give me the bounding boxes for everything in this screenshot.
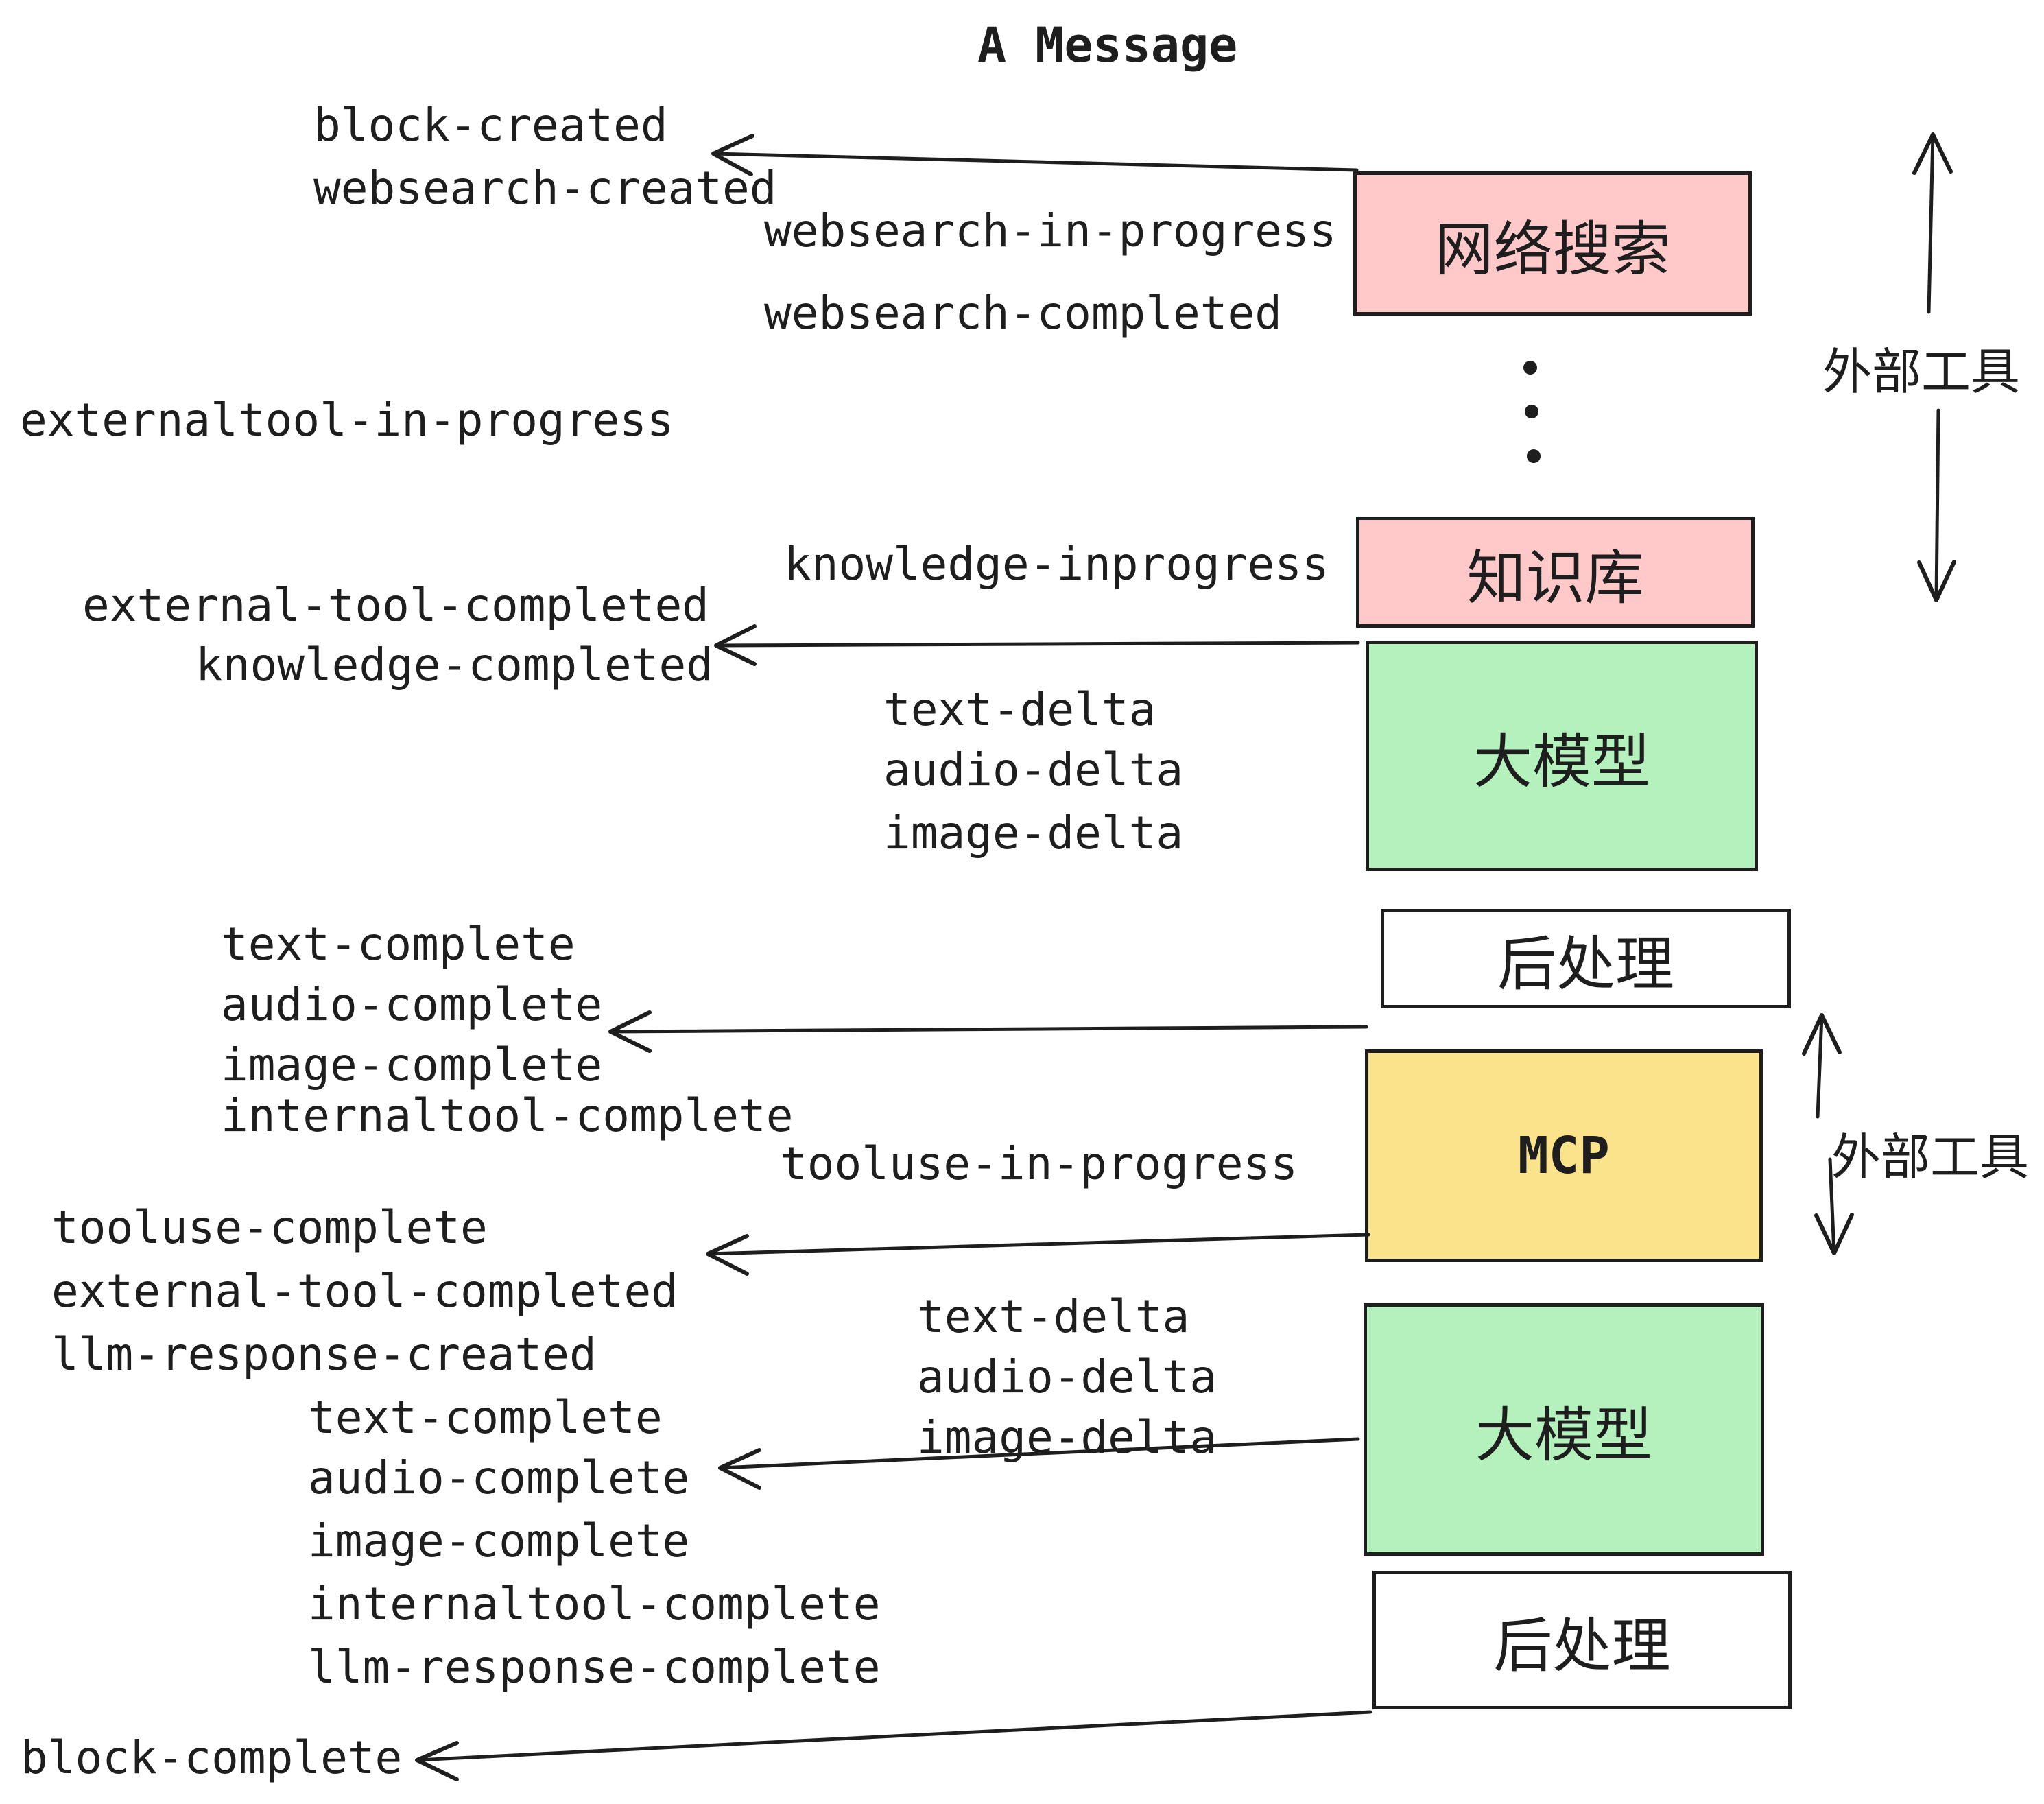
box-postprocess-1: 后处理 [1381, 909, 1791, 1008]
event-image-delta-1: image-delta [883, 807, 1184, 859]
event-text-complete-2: text-complete [308, 1391, 663, 1444]
event-block-created: block-created [313, 99, 668, 152]
arrow-tooluse-complete [706, 1233, 1370, 1276]
arrow-external-tools-up-2 [1802, 1013, 1842, 1119]
box-knowledge: 知识库 [1356, 517, 1755, 628]
arrow-image-complete [608, 1010, 1368, 1053]
event-image-complete-1: image-complete [221, 1039, 603, 1091]
arrow-block-complete [415, 1710, 1372, 1781]
event-external-tool-completed-2: external-tool-completed [51, 1265, 678, 1318]
event-knowledge-completed: knowledge-completed [195, 639, 713, 691]
event-audio-complete-1: audio-complete [221, 978, 603, 1031]
box-mcp: MCP [1365, 1049, 1763, 1262]
arrow-external-tools-up-1 [1912, 132, 1953, 314]
event-llm-response-created: llm-response-created [51, 1328, 597, 1381]
event-websearch-completed: websearch-completed [764, 287, 1282, 340]
event-websearch-created: websearch-created [313, 162, 777, 215]
box-websearch: 网络搜索 [1353, 171, 1752, 316]
event-websearch-in-progress: websearch-in-progress [764, 204, 1337, 257]
event-externaltool-in-progress: externaltool-in-progress [20, 394, 674, 447]
arrow-knowledge-completed [714, 624, 1360, 666]
event-knowledge-inprogress: knowledge-inprogress [784, 538, 1329, 591]
event-tooluse-in-progress: tooluse-in-progress [780, 1137, 1298, 1190]
event-text-delta-2: text-delta [917, 1290, 1190, 1343]
event-block-complete: block-complete [21, 1731, 403, 1784]
event-text-complete-1: text-complete [221, 918, 575, 971]
event-audio-delta-1: audio-delta [883, 744, 1184, 796]
label-external-tools-top: 外部工具 [1822, 343, 2021, 401]
box-llm-2: 大模型 [1364, 1303, 1764, 1556]
event-llm-response-complete: llm-response-complete [308, 1641, 881, 1694]
box-llm-1: 大模型 [1366, 641, 1758, 871]
event-internaltool-complete-2: internaltool-complete [308, 1578, 881, 1630]
event-text-delta-1: text-delta [883, 683, 1156, 736]
arrow-external-tools-down-2 [1814, 1157, 1854, 1255]
page-title: A Message [977, 17, 1238, 73]
event-tooluse-complete: tooluse-complete [51, 1201, 488, 1254]
event-image-complete-2: image-complete [308, 1515, 690, 1567]
arrow-audio-complete [718, 1437, 1360, 1490]
event-audio-delta-2: audio-delta [917, 1351, 1217, 1403]
label-external-tools-mcp: 外部工具 [1831, 1128, 2030, 1186]
arrow-external-tools-down-1 [1917, 408, 1956, 602]
event-audio-complete-2: audio-complete [308, 1451, 690, 1504]
box-postprocess-2: 后处理 [1372, 1571, 1792, 1709]
event-external-tool-completed-1: external-tool-completed [82, 579, 709, 632]
ellipsis-dots-icon [1523, 361, 1541, 463]
arrow-block-created [711, 134, 1359, 176]
event-internaltool-complete-1: internaltool-complete [221, 1089, 794, 1142]
